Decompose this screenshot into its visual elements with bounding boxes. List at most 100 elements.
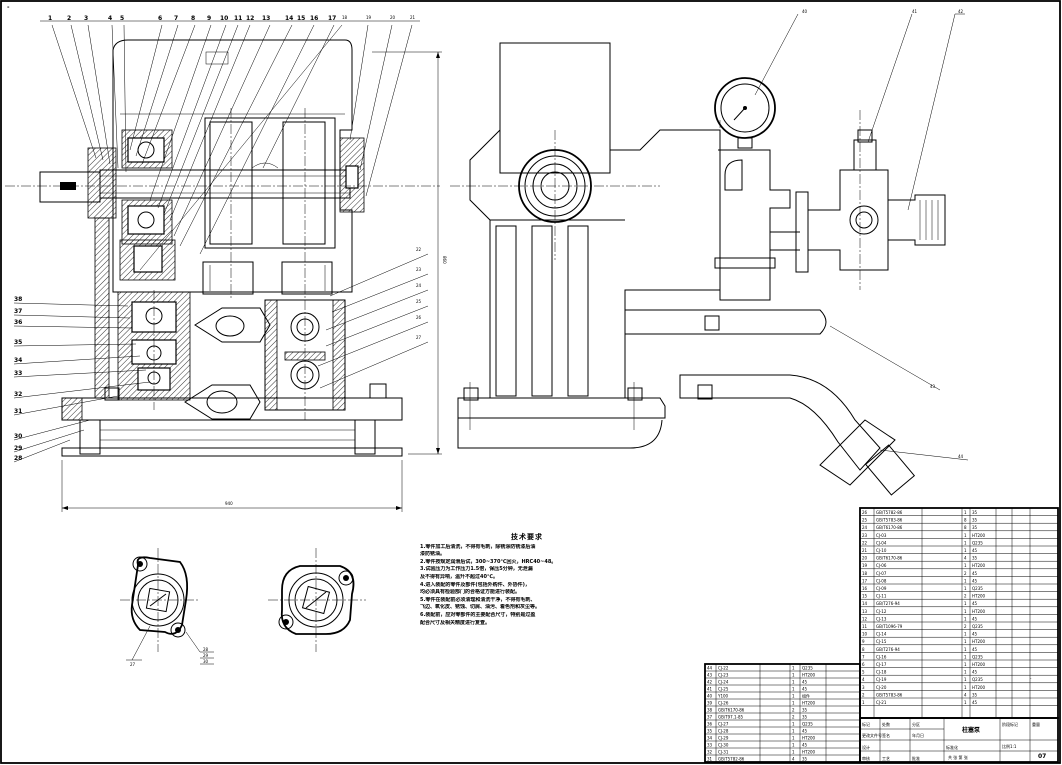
table-cell: CJ-25 [718, 686, 729, 691]
table-cell: 1 [792, 686, 795, 691]
table-cell: CJ-11 [876, 594, 887, 599]
callout-2: 2 [67, 15, 71, 22]
callout-36: 36 [14, 319, 22, 326]
callout-37: 37 [14, 308, 22, 315]
requirement-line: 1.零件加工后清洗，不得有毛刺，除锈涂防锈漆后油 [420, 543, 536, 550]
table-cell: 16 [862, 586, 868, 591]
tb-cell-process: 工艺 [882, 756, 890, 761]
table-cell: 1 [964, 632, 967, 637]
table-cell: 45 [972, 548, 978, 553]
table-cell: 1 [964, 540, 967, 545]
table-cell: 26 [862, 510, 868, 515]
callout-14: 14 [285, 15, 293, 22]
table-cell: HT200 [802, 700, 816, 705]
table-cell: Q235 [972, 540, 983, 545]
table-cell: Q235 [972, 624, 983, 629]
table-cell: CJ-06 [876, 563, 887, 568]
callout-5: 5 [120, 15, 124, 22]
table-cell: 35 [972, 518, 978, 523]
table-cell: 1 [964, 601, 967, 606]
table-cell: 1 [792, 728, 795, 733]
tb-cell-review: 审核 [862, 755, 870, 761]
table-cell: 1 [964, 670, 967, 675]
table-cell: GB/T6170-86 [876, 556, 903, 561]
callout-38: 38 [14, 296, 22, 303]
table-cell: 1 [964, 548, 967, 553]
tb-cell-date: 年月日 [912, 732, 924, 738]
requirement-line: 均必须具有检验部门的合格证方能进行装配。 [420, 589, 521, 596]
flange-detail-right [268, 548, 366, 652]
callout-31: 31 [14, 408, 22, 415]
table-cell: 7 [862, 654, 865, 659]
table-cell: HT200 [972, 639, 986, 644]
table-cell: 35 [972, 692, 978, 697]
callout-4: 4 [108, 15, 112, 22]
table-cell: 45 [802, 728, 808, 733]
callout-17: 17 [328, 15, 336, 22]
callout-41: 41 [912, 9, 918, 14]
side-view [450, 42, 946, 496]
table-cell: 4 [964, 556, 967, 561]
table-cell: 12 [862, 616, 868, 621]
table-cell: CJ-22 [718, 665, 729, 670]
table-cell: 14 [862, 601, 868, 606]
table-cell: 36 [707, 721, 713, 726]
table-cell: 2 [964, 571, 967, 576]
table-cell: HT200 [802, 735, 816, 740]
left-callouts: 38 37 36 35 34 33 32 31 30 29 28 [14, 296, 22, 462]
table-cell: 13 [862, 609, 868, 614]
table-cell: 4 [792, 756, 795, 761]
table-cell: CJ-27 [718, 721, 729, 726]
corner-mark: - [7, 4, 10, 11]
table-cell: CJ-03 [876, 533, 887, 538]
parts-list-note: - [1030, 676, 1032, 681]
table-cell: 1 [792, 665, 795, 670]
table-cell: 45 [972, 616, 978, 621]
tb-cell-standard: 标准化 [946, 744, 958, 750]
table-cell: GB/T97.1-85 [718, 714, 744, 719]
table-cell: CJ-21 [876, 700, 887, 705]
callout-22: 22 [416, 247, 422, 252]
table-cell: 1 [964, 654, 967, 659]
callout-44: 44 [958, 454, 964, 459]
tb-cell-stage: 阶段标记 [1002, 721, 1018, 727]
table-cell: HT200 [972, 533, 986, 538]
table-cell: 21 [862, 548, 868, 553]
table-cell: HT200 [802, 672, 816, 677]
callout-16: 16 [310, 15, 318, 22]
callout-26: 26 [416, 315, 422, 320]
table-cell: CJ-07 [876, 571, 887, 576]
table-cell: 1 [792, 721, 795, 726]
table-cell: 35 [802, 714, 808, 719]
table-cell: 23 [862, 533, 868, 538]
callout-8: 8 [191, 15, 195, 22]
callout-1: 1 [48, 15, 52, 22]
callout-flange-27: 27 [130, 662, 136, 667]
table-cell: 1 [792, 693, 795, 698]
technical-requirements: 技术要求 1.零件加工后清洗，不得有毛刺，除锈涂防锈漆后油 漆防锈油。 2.零件… [420, 533, 634, 627]
callout-21: 21 [410, 15, 416, 20]
table-cell: 40 [707, 693, 713, 698]
table-cell: 4 [964, 692, 967, 697]
dim-overall-width: 940 [225, 501, 233, 506]
tb-cell-design: 设计 [862, 744, 870, 750]
flange-detail-left [120, 548, 214, 665]
callout-30: 30 [14, 433, 22, 440]
table-cell: CJ-20 [876, 685, 887, 690]
table-cell: Q235 [802, 665, 813, 670]
table-cell: CJ-12 [876, 609, 887, 614]
callout-35: 35 [14, 339, 22, 346]
table-cell: 1 [964, 533, 967, 538]
table-cell: HT200 [972, 685, 986, 690]
table-cell: CJ-15 [876, 639, 887, 644]
table-cell: 18 [862, 571, 868, 576]
callout-29: 29 [14, 445, 22, 452]
table-cell: 45 [802, 686, 808, 691]
table-cell: 37 [707, 714, 713, 719]
table-cell: 4 [862, 677, 865, 682]
table-cell: 43 [707, 672, 713, 677]
tb-cell-sign: 签名 [882, 732, 890, 738]
table-cell: 8 [964, 518, 967, 523]
callout-32: 32 [14, 391, 22, 398]
